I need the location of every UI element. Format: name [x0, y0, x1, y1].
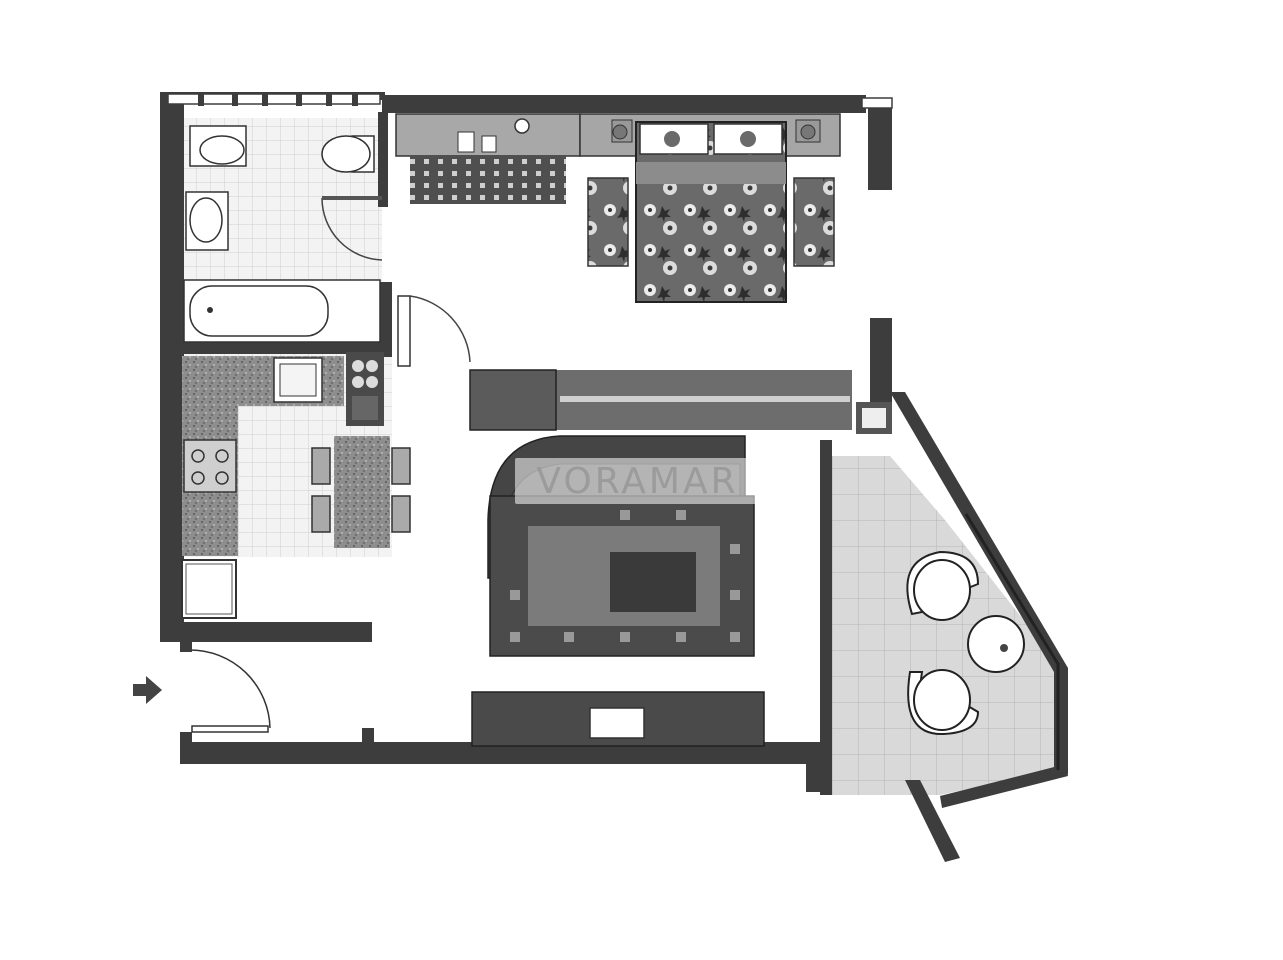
washbasin — [185, 191, 229, 251]
kitchen-sink — [273, 357, 323, 403]
nightstand-right — [795, 119, 821, 143]
bedside-rug-right — [793, 177, 835, 267]
terrace-chair-top — [906, 550, 980, 621]
terrace-chair-bottom — [907, 669, 980, 736]
nightstand-left — [611, 119, 633, 143]
desk — [395, 113, 581, 171]
bathtub — [183, 279, 381, 343]
living-rug — [489, 495, 755, 657]
bedroom-rug — [410, 156, 566, 204]
fridge — [181, 559, 237, 619]
windows-top — [167, 93, 893, 109]
sideboard — [469, 369, 852, 431]
terrace-floor — [830, 456, 1055, 795]
kitchen-island — [311, 436, 411, 548]
terrace-window — [964, 513, 1060, 770]
bed — [635, 121, 787, 303]
cooktop — [183, 439, 237, 493]
toilet — [189, 125, 247, 167]
entrance-door — [180, 634, 271, 733]
voramar-watermark: VORAMAR — [515, 458, 760, 504]
bedroom-door — [397, 295, 471, 367]
window-mullions — [198, 92, 358, 106]
watermark-text: VORAMAR — [536, 460, 739, 502]
terrace-walls — [856, 392, 1068, 862]
terrace-table — [967, 615, 1025, 673]
walls — [160, 92, 892, 795]
washing-machine — [346, 352, 384, 426]
bedside-rug-left — [587, 177, 629, 267]
bathroom-door — [321, 196, 383, 261]
arrow-right-icon — [133, 676, 162, 704]
tv-unit — [471, 691, 765, 747]
bidet — [321, 135, 375, 173]
